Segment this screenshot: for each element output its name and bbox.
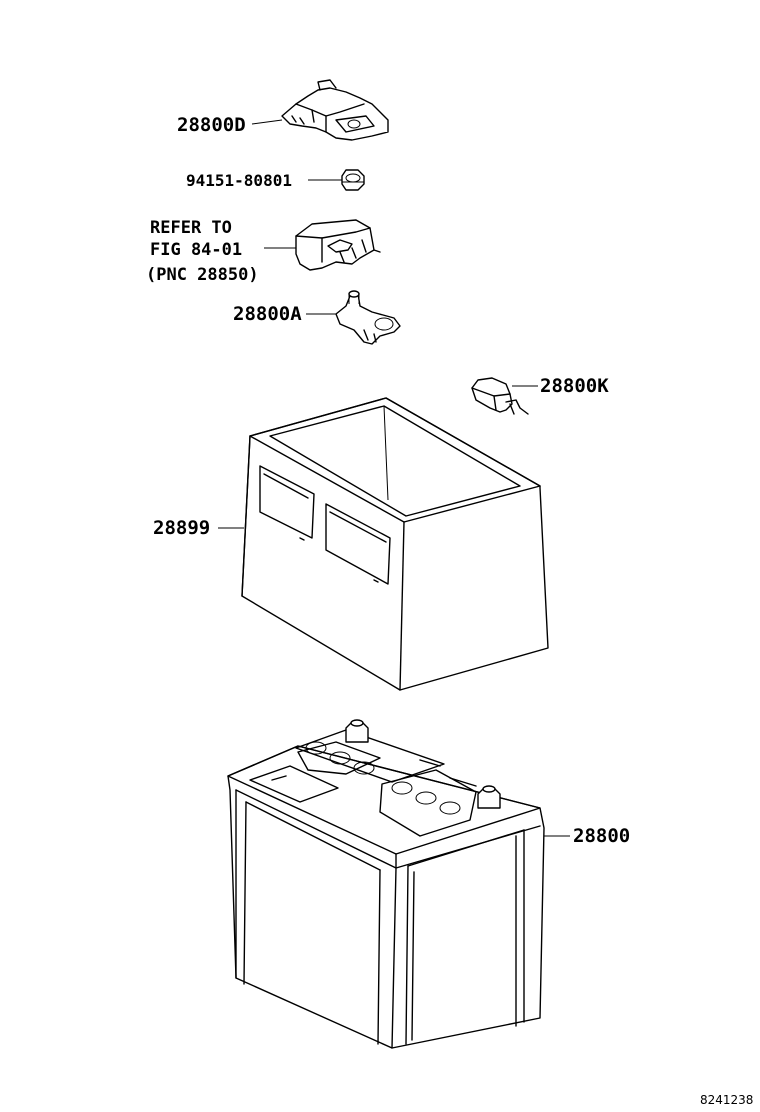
label-28800d: 28800D [177,114,246,136]
leader-28800d [251,119,283,125]
label-28800a: 28800A [233,303,302,325]
cap-28800k [471,377,529,415]
battery-28800 [227,719,545,1049]
refer-to-line3: (PNC 28850) [146,265,259,285]
figure-code: 8241238 [700,1093,753,1107]
label-28899: 28899 [153,517,210,539]
label-28800k: 28800K [540,375,609,397]
label-94151-80801: 94151-80801 [186,171,292,190]
fuse-block-part [295,219,381,271]
nut-94151-80801 [341,169,365,191]
refer-to-line1: REFER TO [150,218,232,238]
refer-to-line2: FIG 84-01 [150,240,242,260]
terminal-cover-28800d [281,79,389,141]
battery-tray-28899 [241,397,549,691]
terminal-clamp-28800a [335,290,401,345]
label-28800: 28800 [573,825,630,847]
